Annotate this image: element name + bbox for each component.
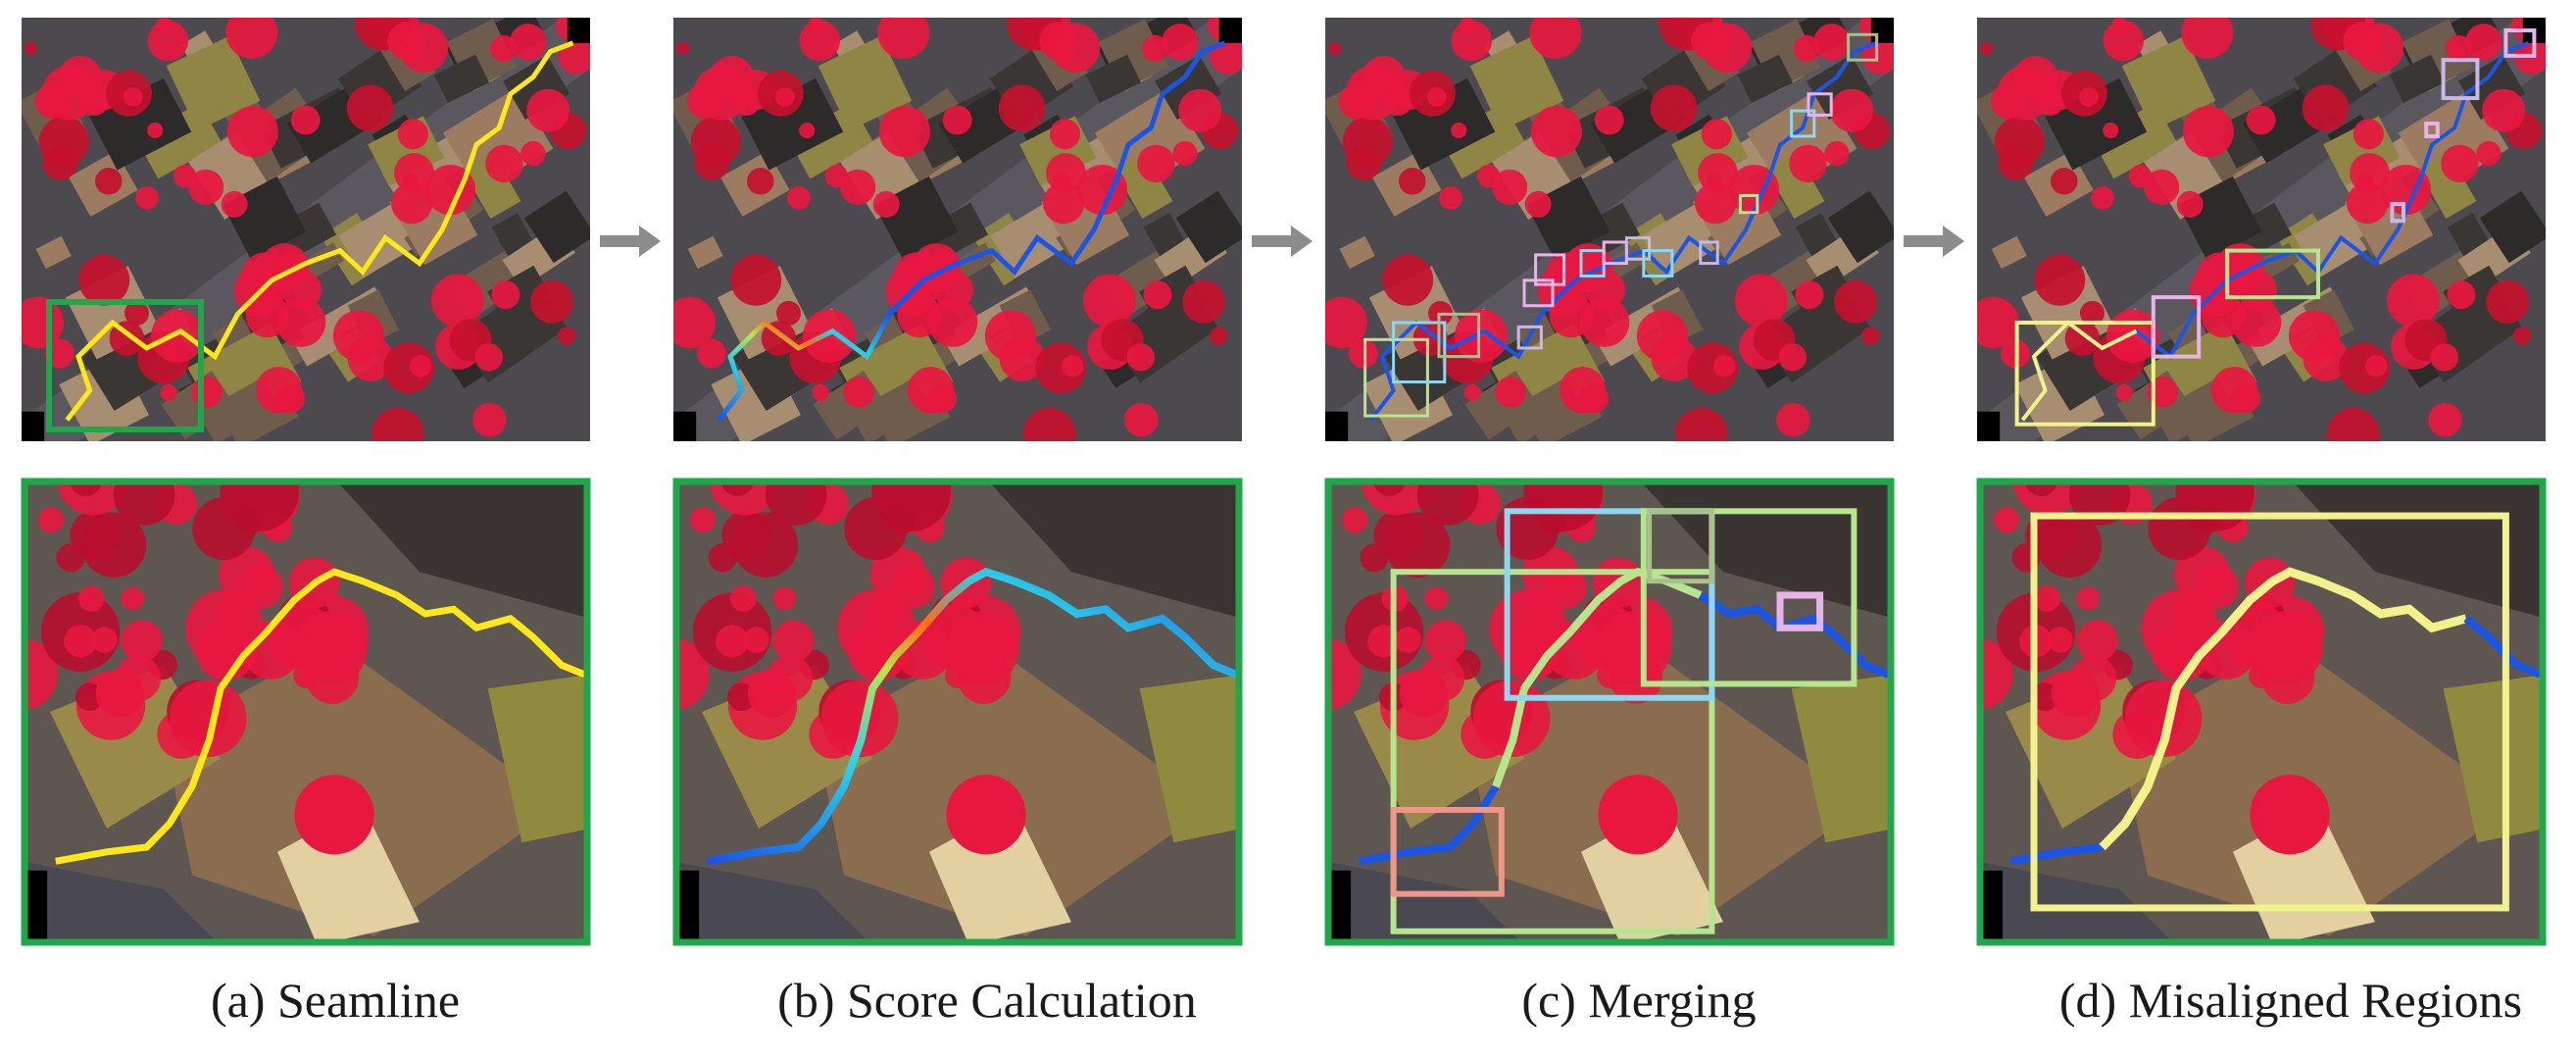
merge-box-0 [1363,337,1429,418]
seamline-zoomed [55,568,586,865]
merge-box-8 [1624,236,1652,261]
seamline-blue-part [2010,843,2104,866]
seamline-score-zoomed [707,567,1238,866]
zoom-a [22,479,590,945]
caption-a: (a) Seamline [210,973,461,1028]
merge-box-14 [1847,32,1879,62]
merge-box-large [1390,569,1715,934]
zoom-c [1325,479,1894,945]
merge-box-12 [1790,109,1816,138]
arrow-right-icon [1252,226,1313,257]
merge-box-2 [1437,312,1481,359]
merge-box-pink [1776,591,1824,631]
zoom-frame [1976,478,2547,946]
seamline-score-high [717,313,892,422]
misaligned-box-6 [2503,27,2537,58]
merge-box-1 [1392,321,1447,384]
seamline [65,40,574,422]
merge-box-small [1647,508,1714,584]
seamline-flagged [2020,320,2138,422]
misaligned-box-4 [2424,122,2440,138]
arrow-right-icon [600,226,661,257]
aerial-thumbnails-row [22,18,2546,441]
zoom-frame [672,478,1243,946]
zoom-frame [21,478,591,946]
merge-box-5 [1534,253,1566,286]
misaligned-box-3 [2390,202,2405,224]
caption-b: (b) Score Calculation [777,973,1197,1028]
process-arrows [600,226,1964,257]
seamline-merged-part [1492,567,1703,788]
merge-box-10 [1699,240,1719,266]
thumbnail-a [22,18,590,441]
zoom-frame [1324,478,1895,946]
seamline-misaligned [2099,567,2467,851]
misaligned-box-0 [2014,321,2155,427]
misaligned-box-1 [2151,295,2202,359]
misaligned-box-2 [2225,248,2320,300]
seamline-blue-tail [1698,591,1890,679]
caption-d: (d) Misaligned Regions [2058,973,2523,1028]
merge-box-11 [1738,193,1759,215]
merge-box-13 [1807,92,1833,117]
thumbnail-b [673,18,1242,441]
merge-box-9 [1642,249,1674,278]
merge-box-right [1640,508,1858,687]
merge-box-4 [1522,278,1555,308]
merge-box-salmon [1390,806,1505,897]
misaligned-region-box [2030,512,2509,912]
zoom-b [673,479,1242,945]
thumbnail-c [1325,18,1894,441]
arrow-right-icon [1904,226,1964,257]
misaligned-box-5 [2441,58,2480,101]
zoomed-details-row [21,478,2547,946]
caption-c: (c) Merging [1521,973,1757,1028]
thumbnail-d [1977,18,2546,441]
merge-box-3 [1516,325,1543,350]
zoom-indicator-box [46,299,204,432]
merge-box-cyan [1504,508,1715,701]
